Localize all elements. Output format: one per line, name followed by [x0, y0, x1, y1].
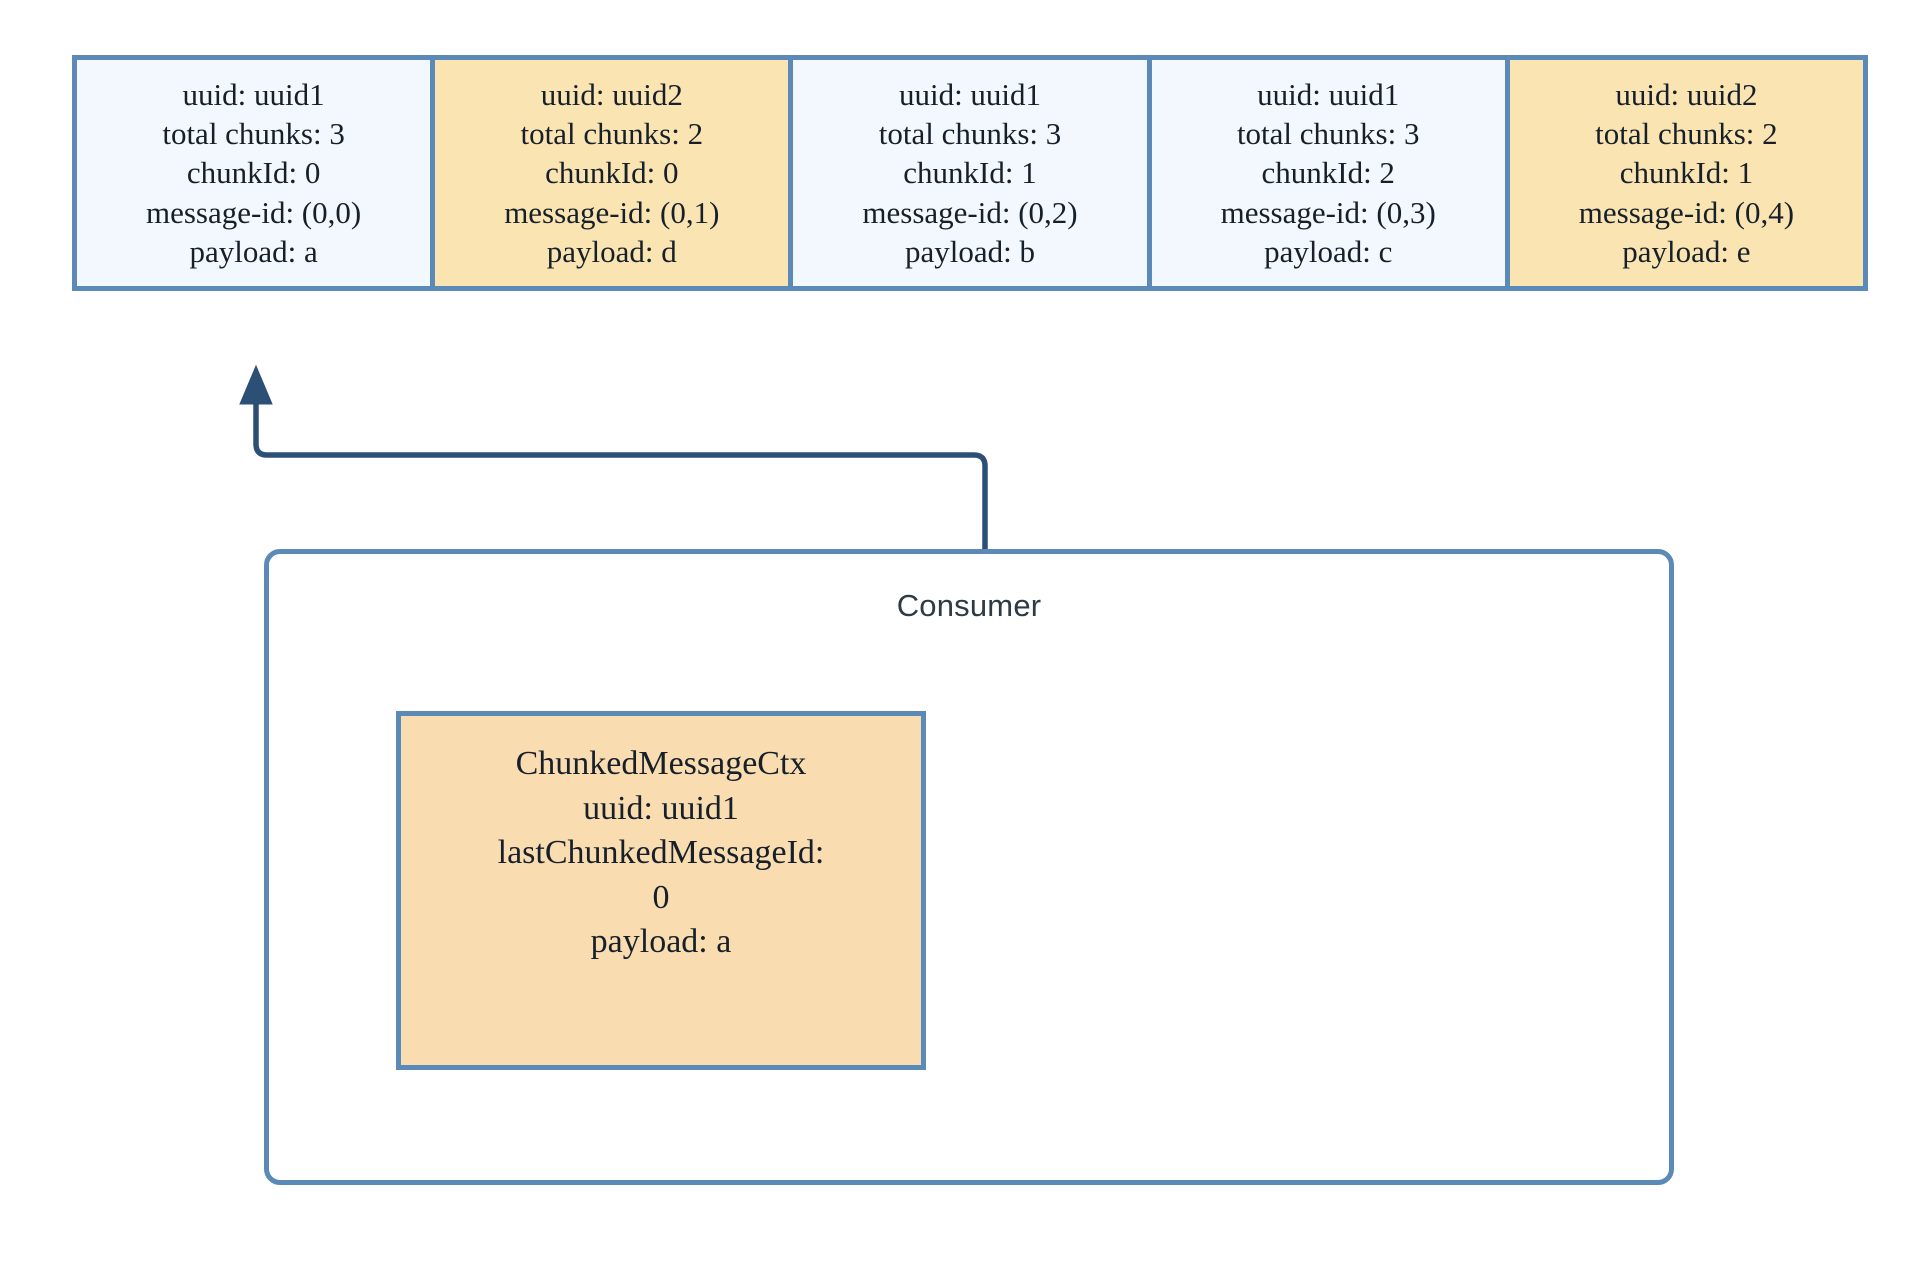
chunk-total-chunks: total chunks: 3: [878, 116, 1062, 152]
chunk-total-chunks: total chunks: 2: [1595, 116, 1778, 152]
chunk-payload: payload: c: [1264, 233, 1393, 269]
chunk-uuid: uuid: uuid1: [898, 76, 1042, 112]
ctx-uuid: uuid: uuid1: [583, 789, 739, 827]
chunked-message-ctx-card[interactable]: ChunkedMessageCtx uuid: uuid1 lastChunke…: [396, 711, 926, 1070]
chunk-id: chunkId: 1: [903, 155, 1037, 191]
chunk-uuid: uuid: uuid1: [1257, 76, 1400, 112]
chunk-cell[interactable]: uuid: uuid2 total chunks: 2 chunkId: 0 m…: [435, 60, 794, 286]
ctx-payload: payload: a: [590, 923, 732, 961]
chunk-payload: payload: e: [1622, 233, 1751, 269]
chunk-uuid: uuid: uuid2: [540, 76, 683, 112]
connector-path: [253, 395, 988, 549]
consumer-label: Consumer: [896, 588, 1042, 623]
chunk-message-id: message-id: (0,4): [1578, 194, 1795, 230]
chunk-cell[interactable]: uuid: uuid1 total chunks: 3 chunkId: 2 m…: [1151, 60, 1510, 286]
chunk-total-chunks: total chunks: 3: [1236, 116, 1420, 152]
chunk-message-id: message-id: (0,0): [145, 194, 362, 230]
arrowhead-icon: [239, 364, 273, 405]
chunk-message-id: message-id: (0,2): [862, 194, 1078, 230]
chunk-total-chunks: total chunks: 3: [162, 116, 345, 152]
chunk-message-id: message-id: (0,1): [504, 194, 720, 230]
chunk-id: chunkId: 2: [1261, 155, 1395, 191]
chunk-message-id: message-id: (0,3): [1220, 194, 1436, 230]
chunk-total-chunks: total chunks: 2: [520, 116, 704, 152]
chunk-id: chunkId: 1: [1619, 155, 1754, 191]
chunk-id: chunkId: 0: [186, 155, 321, 191]
ctx-last-chunked-message-id-value: 0: [652, 878, 670, 916]
chunk-cell[interactable]: uuid: uuid2 total chunks: 2 chunkId: 1 m…: [1509, 60, 1864, 286]
chunk-id: chunkId: 0: [545, 155, 679, 191]
ctx-title: ChunkedMessageCtx: [515, 745, 807, 782]
chunk-uuid: uuid: uuid1: [182, 76, 325, 112]
chunk-payload: payload: d: [546, 233, 677, 269]
chunk-cell[interactable]: uuid: uuid1 total chunks: 3 chunkId: 1 m…: [793, 60, 1152, 286]
chunk-payload: payload: a: [189, 233, 318, 269]
topic-message-strip: uuid: uuid1 total chunks: 3 chunkId: 0 m…: [72, 55, 1868, 291]
chunk-uuid: uuid: uuid2: [1615, 76, 1758, 112]
ctx-last-chunked-message-id-label: lastChunkedMessageId:: [497, 834, 825, 872]
chunk-payload: payload: b: [905, 233, 1035, 269]
chunk-cell[interactable]: uuid: uuid1 total chunks: 3 chunkId: 0 m…: [77, 60, 436, 286]
